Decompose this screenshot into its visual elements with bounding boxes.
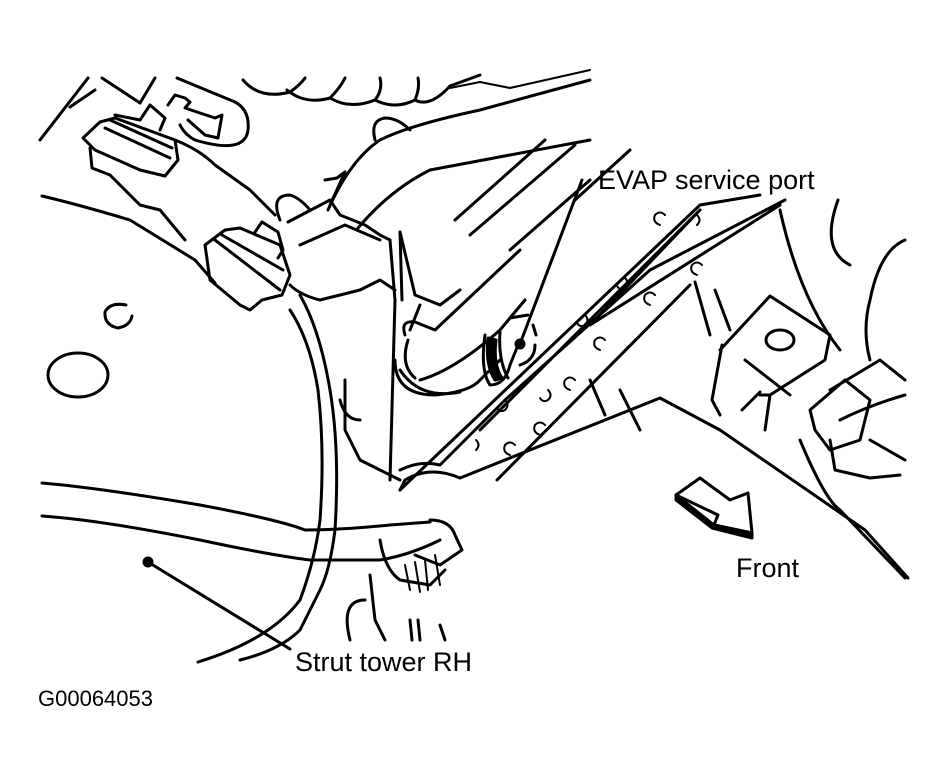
cable-end-ribs xyxy=(404,554,441,593)
port-clamp-marks xyxy=(508,313,538,367)
strut-tower-hole xyxy=(46,351,110,399)
upper-scalloped-edge xyxy=(241,73,482,107)
block-lines xyxy=(286,198,404,482)
right-bracket xyxy=(710,294,832,432)
evap-leader-cross xyxy=(573,148,632,202)
service-port-body xyxy=(393,330,522,397)
lower-cover-panel xyxy=(398,396,910,580)
evap-pipe-upper xyxy=(326,78,592,212)
evap-service-port-label: EVAP service port xyxy=(598,165,815,195)
left-bracket-lines xyxy=(38,76,250,148)
bracket-clip xyxy=(166,93,224,140)
figure-code: G00064053 xyxy=(38,686,153,711)
mount-upper-base xyxy=(88,146,187,242)
upper-edge-line xyxy=(449,69,591,89)
service-port-hose xyxy=(402,248,527,382)
strut-tower-small-hole xyxy=(103,302,134,330)
panel-left-edge xyxy=(40,194,217,285)
front-arrow-icon xyxy=(674,476,754,535)
strut-tower-label: Strut tower RH xyxy=(295,647,473,677)
perforated-panel-edges xyxy=(398,193,787,492)
panel-perforations xyxy=(475,211,703,456)
cable-end-fitting xyxy=(378,518,464,587)
evap-leader-line xyxy=(518,178,584,346)
right-hose xyxy=(808,358,907,480)
strut-leader-line xyxy=(146,560,292,651)
bracket-hole xyxy=(764,328,796,352)
pipe-clips xyxy=(275,116,412,222)
mount-upper xyxy=(81,103,180,178)
front-direction-label: Front xyxy=(736,553,800,583)
strut-lower-detail xyxy=(338,378,447,642)
mount-lower xyxy=(203,220,292,312)
strut-lower-cable-bottom xyxy=(40,514,442,562)
lower-arm-edge xyxy=(288,278,397,302)
block-diagonals xyxy=(398,138,592,332)
service-port-cap xyxy=(485,336,504,382)
cover-vertical-lines xyxy=(588,280,732,432)
right-background-curves xyxy=(778,198,907,362)
front-arrow-shadow xyxy=(674,493,754,540)
evap-pipe-lower xyxy=(356,138,592,230)
upper-arm-edge xyxy=(173,138,277,217)
strut-tower-outline xyxy=(196,293,339,664)
strut-lower-cable-top xyxy=(40,481,432,532)
right-lower-edge xyxy=(798,438,907,580)
